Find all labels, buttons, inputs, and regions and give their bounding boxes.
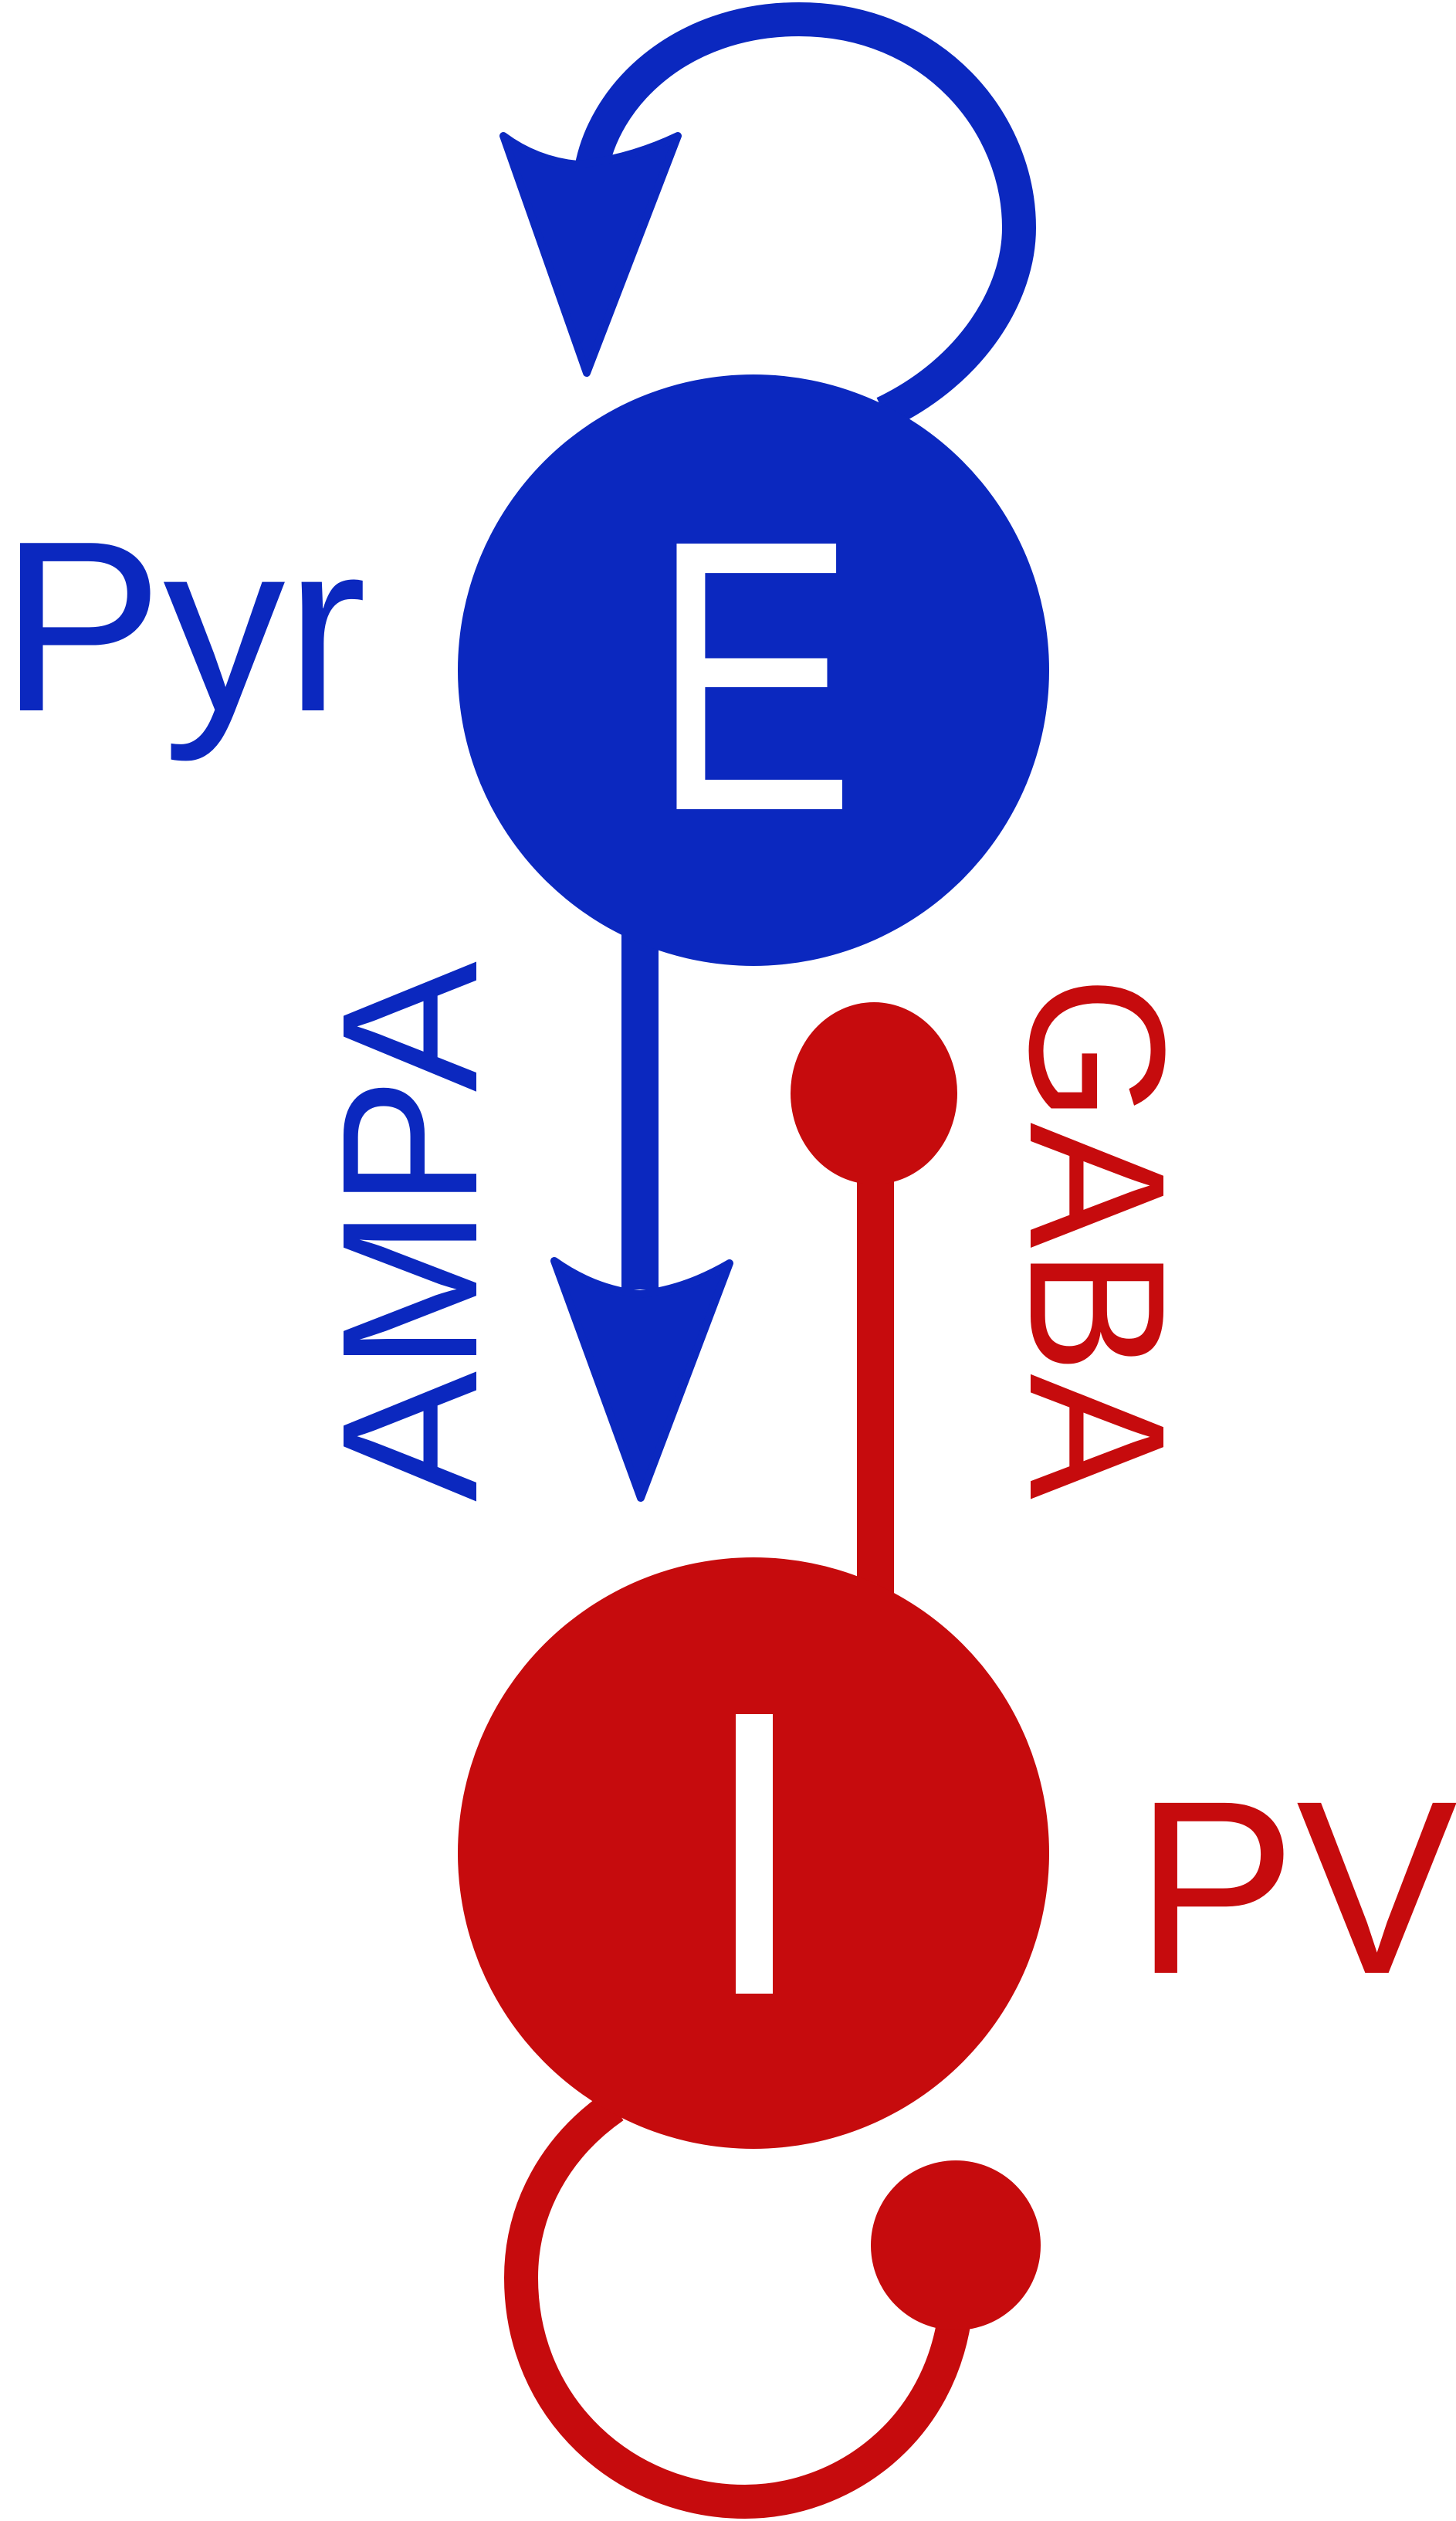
pyr-label: Pyr — [0, 490, 367, 764]
ampa-label: AMPA — [302, 961, 517, 1502]
pv-label: PV — [1135, 1749, 1456, 2025]
excitatory-node-letter: E — [652, 459, 855, 891]
e-to-i-arrowhead — [550, 1257, 733, 1502]
excitatory-node-circle — [458, 374, 1049, 966]
gaba-label: GABA — [990, 976, 1205, 1499]
i-self-loop-path — [503, 2092, 973, 2519]
i-self-connection — [503, 2092, 1041, 2519]
inhibitory-node: I — [458, 1557, 1049, 2149]
e-self-loop-path — [574, 2, 1037, 429]
e-self-connection — [499, 2, 1037, 429]
e-to-i-connection — [550, 927, 733, 1502]
i-to-e-bouton — [791, 1002, 957, 1184]
e-self-arrowhead — [499, 132, 682, 377]
i-self-bouton — [871, 2160, 1041, 2330]
i-to-e-connection — [791, 1002, 957, 1606]
i-to-e-stem — [857, 1158, 894, 1606]
e-to-i-stem — [621, 927, 659, 1289]
excitatory-node: E — [458, 374, 1049, 966]
inhibitory-node-letter — [736, 1714, 773, 1994]
